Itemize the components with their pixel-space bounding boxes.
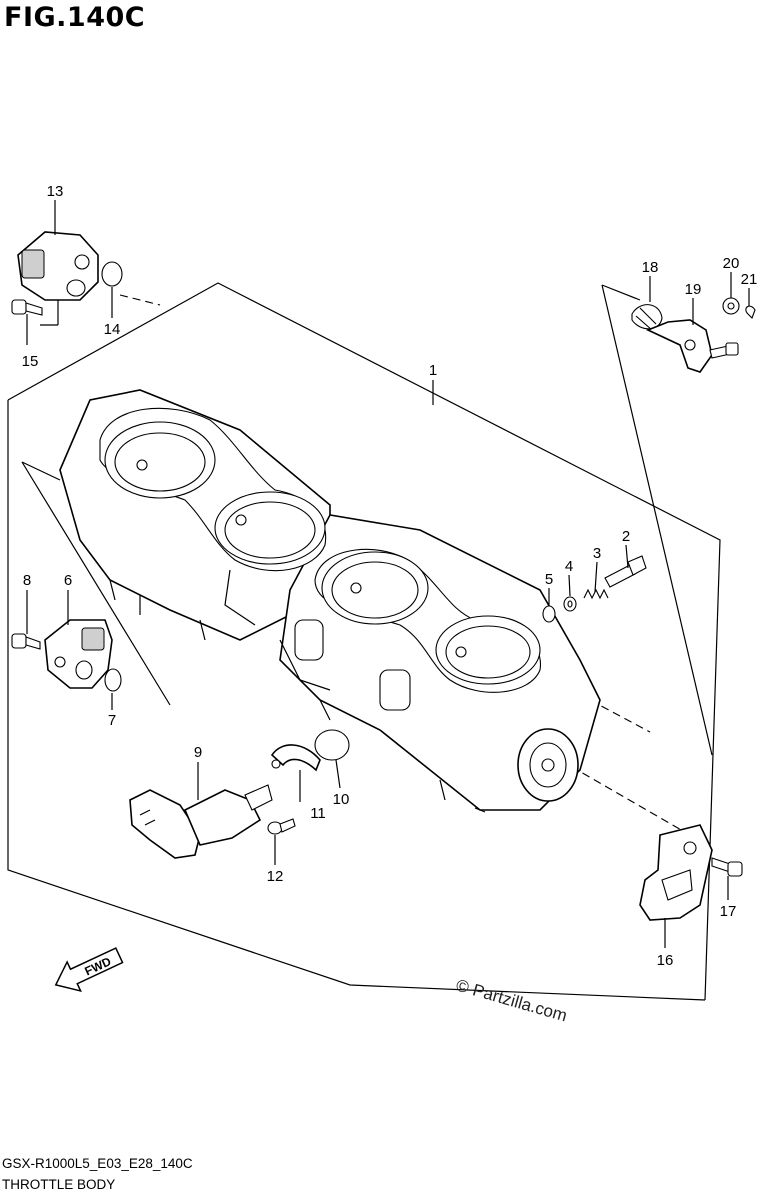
callout-1: 1 xyxy=(429,362,437,379)
callout-10: 10 xyxy=(333,791,350,808)
guide-line-dashed xyxy=(119,294,161,306)
fwd-arrow-icon: FWD xyxy=(54,947,124,993)
leader-line xyxy=(568,574,571,597)
callout-13: 13 xyxy=(47,183,64,200)
callout-15: 15 xyxy=(22,353,39,370)
figure-title: FIG.140C xyxy=(4,2,146,33)
group-boundary-line xyxy=(21,461,171,706)
callout-11: 11 xyxy=(310,805,326,822)
callout-4: 4 xyxy=(565,558,573,575)
model-code: GSX-R1000L5_E03_E28_140C xyxy=(2,1156,193,1171)
callout-19: 19 xyxy=(685,281,702,298)
screw-part-2[interactable] xyxy=(604,555,647,588)
washer-part-4[interactable] xyxy=(563,596,577,612)
o-ring-part-14[interactable] xyxy=(101,261,123,287)
callout-17: 17 xyxy=(720,903,737,920)
group-boundary-line xyxy=(21,461,61,481)
throttle-body-part-1[interactable] xyxy=(59,389,601,813)
o-ring-part-5[interactable] xyxy=(542,605,556,623)
callout-3: 3 xyxy=(593,545,601,562)
callout-21: 21 xyxy=(741,271,758,288)
callout-20: 20 xyxy=(723,255,740,272)
spring-part-3[interactable] xyxy=(583,588,609,600)
screw-part-12[interactable] xyxy=(267,818,296,835)
page-subtitle: THROTTLE BODY xyxy=(2,1177,116,1192)
leader-line xyxy=(594,561,598,593)
callout-6: 6 xyxy=(64,572,72,589)
assembly-boundary-line xyxy=(7,400,706,1001)
sensor-part-6[interactable] xyxy=(44,619,113,689)
bracket-part-16[interactable] xyxy=(639,824,713,921)
group-boundary-line xyxy=(601,284,641,301)
leader-line xyxy=(625,544,629,569)
washer-part-20[interactable] xyxy=(722,297,740,315)
clip-part-21[interactable] xyxy=(745,305,756,319)
watermark-text: © Partzilla.com xyxy=(454,976,569,1026)
lever-part-19[interactable] xyxy=(645,319,739,373)
sensor-part-13[interactable] xyxy=(17,231,99,301)
callout-18: 18 xyxy=(642,259,659,276)
callout-14: 14 xyxy=(104,321,121,338)
clamp-part-11[interactable] xyxy=(270,744,321,772)
callout-12: 12 xyxy=(267,868,284,885)
spring-part-18[interactable] xyxy=(631,304,663,331)
o-ring-part-7[interactable] xyxy=(104,668,122,692)
callout-8: 8 xyxy=(23,572,31,589)
bolt-part-17[interactable] xyxy=(711,857,743,877)
assembly-boundary-line xyxy=(7,282,721,1001)
callout-2: 2 xyxy=(622,528,630,545)
leader-line xyxy=(335,759,341,789)
callout-7: 7 xyxy=(108,712,116,729)
group-boundary-line xyxy=(601,284,713,756)
callout-9: 9 xyxy=(194,744,202,761)
sensor-part-9[interactable] xyxy=(129,784,273,859)
guide-line-dashed xyxy=(589,699,651,733)
callout-16: 16 xyxy=(657,952,674,969)
o-ring-part-10[interactable] xyxy=(314,729,350,761)
bolt-part-15[interactable] xyxy=(11,299,43,316)
bolt-part-8[interactable] xyxy=(11,633,41,650)
callout-5: 5 xyxy=(545,571,553,588)
